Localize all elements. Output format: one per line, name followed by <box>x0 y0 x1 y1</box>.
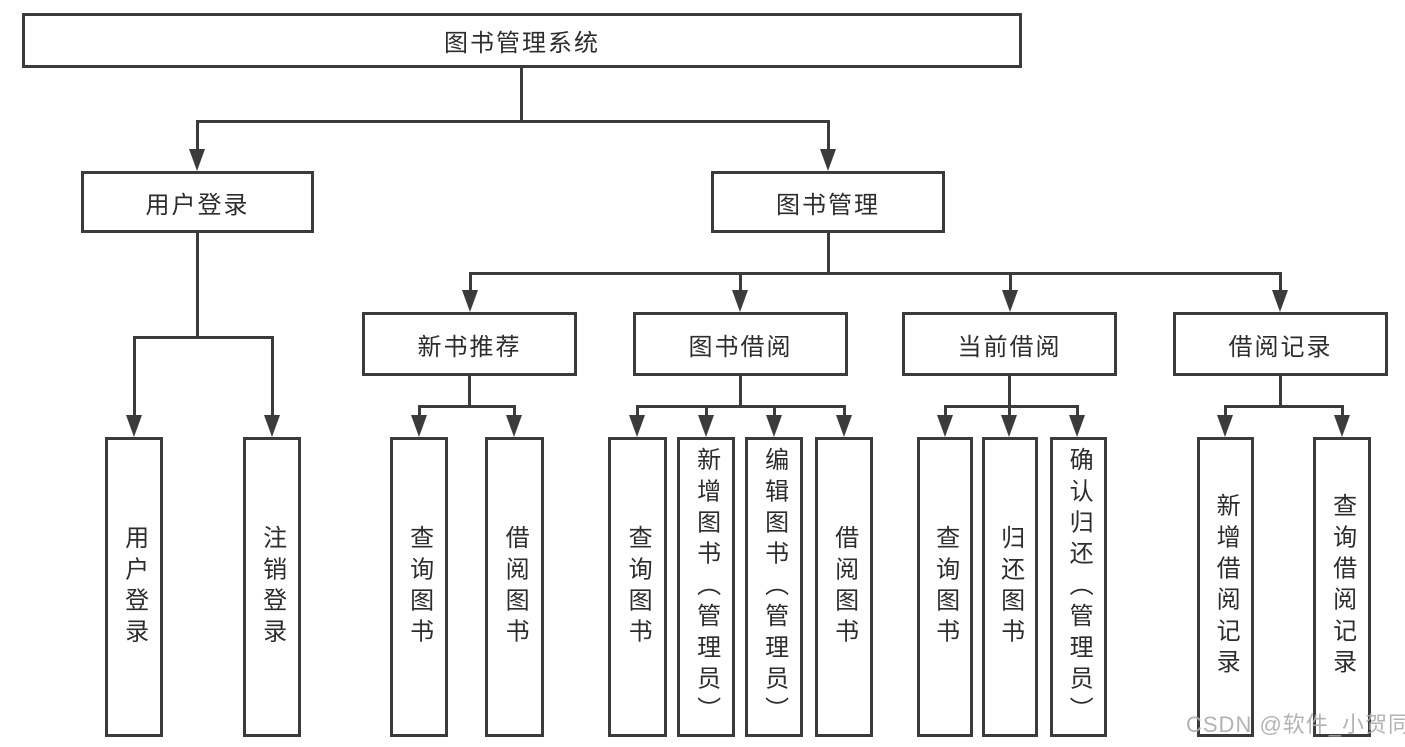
leaf-label: 查询图书 <box>405 524 433 650</box>
node-book-management: 图书管理 <box>711 171 945 233</box>
csdn-watermark: CSDN @软件_小贺同学 <box>1186 712 1405 737</box>
leaf-label: 编辑图书（管理员） <box>760 446 788 728</box>
connector-line <box>843 405 846 415</box>
connector-line <box>468 376 471 405</box>
leaf-user-login: 用户登录 <box>105 437 163 737</box>
connector-line <box>636 405 845 408</box>
leaf-label: 查询图书 <box>931 524 959 650</box>
connector-line <box>1224 405 1343 408</box>
leaf-query-books-2: 查询图书 <box>608 437 667 737</box>
arrow-down-icon <box>1001 415 1017 437</box>
leaf-query-borrow-record: 查询借阅记录 <box>1313 437 1371 737</box>
arrow-down-icon <box>189 149 205 171</box>
connector-line <box>773 405 776 415</box>
connector-line <box>636 405 639 415</box>
leaf-edit-book-admin: 编辑图书（管理员） <box>745 437 803 737</box>
leaf-label: 确认归还（管理员） <box>1065 446 1093 728</box>
connector-line <box>196 120 830 123</box>
leaf-label: 注销登录 <box>258 524 286 650</box>
arrow-down-icon <box>698 415 714 437</box>
connector-line <box>827 120 830 149</box>
connector-line <box>1008 376 1011 405</box>
connector-line <box>418 405 515 408</box>
connector-line <box>196 233 199 336</box>
leaf-label: 借阅图书 <box>830 524 858 650</box>
connector-line <box>739 272 742 290</box>
node-current-borrowing: 当前借阅 <box>902 312 1117 376</box>
leaf-add-borrow-record: 新增借阅记录 <box>1197 437 1254 737</box>
arrow-down-icon <box>1002 290 1018 312</box>
arrow-down-icon <box>937 415 953 437</box>
arrow-down-icon <box>1217 415 1233 437</box>
connector-line <box>520 68 523 120</box>
leaf-label: 用户登录 <box>120 524 148 650</box>
arrow-down-icon <box>462 290 478 312</box>
arrow-down-icon <box>766 415 782 437</box>
arrow-down-icon <box>264 415 280 437</box>
leaf-label: 新增图书（管理员） <box>692 446 720 728</box>
arrow-down-icon <box>1334 415 1350 437</box>
arrow-down-icon <box>836 415 852 437</box>
node-borrowing-records: 借阅记录 <box>1173 312 1388 376</box>
node-library-system: 图书管理系统 <box>22 13 1022 68</box>
leaf-label: 借阅图书 <box>501 524 529 650</box>
connector-line <box>1224 405 1227 415</box>
arrow-down-icon <box>506 415 522 437</box>
connector-line <box>133 336 274 339</box>
connector-line <box>418 405 421 415</box>
connector-line <box>1008 405 1011 415</box>
connector-line <box>469 272 1282 275</box>
connector-line <box>469 272 472 290</box>
arrow-down-icon <box>732 290 748 312</box>
connector-line <box>944 405 947 415</box>
leaf-label: 查询借阅记录 <box>1328 493 1356 681</box>
node-book-borrowing: 图书借阅 <box>633 312 848 376</box>
arrow-down-icon <box>1069 415 1085 437</box>
leaf-return-books: 归还图书 <box>982 437 1038 737</box>
connector-line <box>705 405 708 415</box>
arrow-down-icon <box>126 415 142 437</box>
node-user-login: 用户登录 <box>81 171 314 233</box>
leaf-label: 归还图书 <box>996 524 1024 650</box>
connector-line <box>271 336 274 415</box>
connector-line <box>513 405 516 415</box>
leaf-query-books: 查询图书 <box>390 437 448 737</box>
connector-line <box>739 376 742 405</box>
connector-line <box>944 405 1079 408</box>
arrow-down-icon <box>820 149 836 171</box>
leaf-label: 新增借阅记录 <box>1212 493 1240 681</box>
leaf-borrow-books: 借阅图书 <box>485 437 544 737</box>
connector-line <box>1279 272 1282 290</box>
connector-line <box>1279 376 1282 405</box>
arrow-down-icon <box>629 415 645 437</box>
connector-line <box>133 336 136 415</box>
connector-line <box>1341 405 1344 415</box>
arrow-down-icon <box>411 415 427 437</box>
arrow-down-icon <box>1272 290 1288 312</box>
node-new-book-recommendation: 新书推荐 <box>362 312 577 376</box>
leaf-add-book-admin: 新增图书（管理员） <box>677 437 735 737</box>
leaf-borrow-books-2: 借阅图书 <box>815 437 873 737</box>
connector-line <box>827 233 830 272</box>
leaf-label: 查询图书 <box>624 524 652 650</box>
connector-line <box>1076 405 1079 415</box>
connector-line <box>1009 272 1012 290</box>
leaf-confirm-return-admin: 确认归还（管理员） <box>1050 437 1107 737</box>
connector-line <box>196 120 199 149</box>
leaf-logout: 注销登录 <box>243 437 301 737</box>
leaf-query-books-3: 查询图书 <box>917 437 973 737</box>
